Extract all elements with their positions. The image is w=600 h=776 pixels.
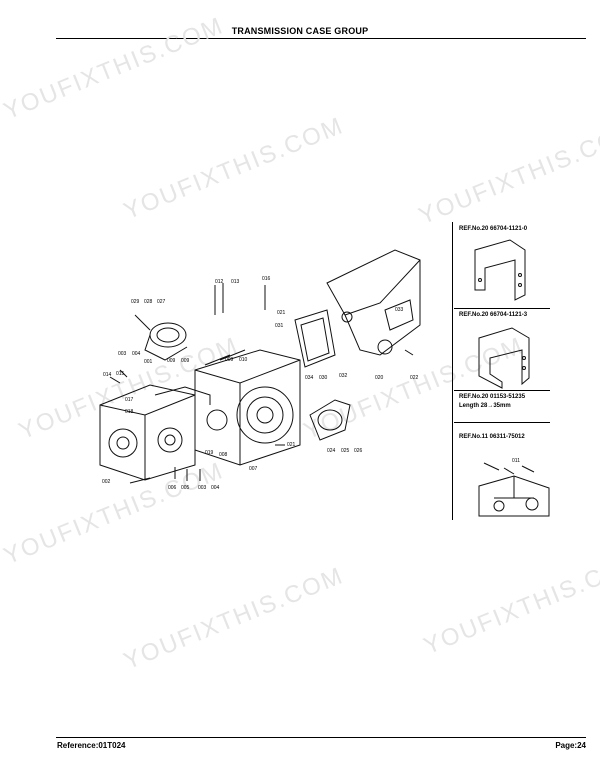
callout-033: 033 <box>395 307 404 313</box>
transmission-case-exploded-diagram: 012 013 016 029 028 027 021 031 033 003 … <box>95 249 445 515</box>
callout-024: 024 <box>327 448 336 454</box>
callout-026: 026 <box>354 448 363 454</box>
callout-002: 002 <box>102 479 111 485</box>
callout-003: 003 <box>118 351 127 357</box>
callout-021: 021 <box>287 442 296 448</box>
callout-012: 012 <box>215 279 224 285</box>
callout-027: 027 <box>157 299 166 305</box>
callout-010: 010 <box>239 357 248 363</box>
callout-013: 013 <box>231 279 240 285</box>
callout-025: 025 <box>341 448 350 454</box>
diagram-artwork <box>99 249 421 484</box>
ref-label-2: REF.No.20 66704-1121-3 <box>459 312 528 318</box>
ref-divider <box>454 390 550 391</box>
callout-021: 021 <box>277 310 286 316</box>
callout-029: 029 <box>131 299 140 305</box>
callout-020: 020 <box>375 375 384 381</box>
callout-031: 031 <box>275 323 284 329</box>
page-title: TRANSMISSION CASE GROUP <box>231 26 369 36</box>
bracket-drawing-1 <box>474 239 526 301</box>
callout-004: 004 <box>211 485 220 491</box>
ref-label-3: REF.No.20 01153-51235 <box>459 394 526 400</box>
reference-panel: REF.No.20 66704-1121-0 REF.No.20 66704-1… <box>452 222 552 520</box>
inset-drawing <box>478 462 550 517</box>
callout-008: 008 <box>219 452 228 458</box>
bottom-rule <box>56 737 586 738</box>
ref-label-1: REF.No.20 66704-1121-0 <box>459 226 528 232</box>
bracket-drawing-2 <box>478 327 530 389</box>
callout-003: 003 <box>198 485 207 491</box>
inset-callout-011: 011 <box>512 458 520 464</box>
callout-028: 028 <box>144 299 153 305</box>
callout-017: 017 <box>125 397 134 403</box>
callout-015: 015 <box>116 371 125 377</box>
ref-divider <box>454 422 550 423</box>
callout-009: 009 <box>181 358 190 364</box>
callout-006: 006 <box>168 485 177 491</box>
callout-005: 005 <box>181 485 190 491</box>
callout-022: 022 <box>410 375 419 381</box>
callout-001: 001 <box>144 359 153 365</box>
callout-004: 004 <box>132 351 141 357</box>
top-rule <box>56 38 586 39</box>
watermark: YOUFIXTHIS.COM <box>120 562 348 676</box>
callout-034: 034 <box>305 375 314 381</box>
watermark: YOUFIXTHIS.COM <box>120 112 348 226</box>
callout-009: 009 <box>167 358 176 364</box>
callout-018: 018 <box>125 409 134 415</box>
ref-divider <box>454 308 550 309</box>
panel-divider <box>452 222 453 520</box>
callout-009: 009 <box>225 357 234 363</box>
callout-030: 030 <box>319 375 328 381</box>
ref-label-3-length: Length 28→35mm <box>459 403 511 409</box>
watermark: YOUFIXTHIS.COM <box>420 547 600 661</box>
callout-019: 019 <box>205 450 214 456</box>
callout-007: 007 <box>249 466 258 472</box>
footer-page-number: Page:24 <box>555 741 586 750</box>
callout-014: 014 <box>103 372 112 378</box>
watermark: YOUFIXTHIS.COM <box>415 117 600 231</box>
callout-032: 032 <box>339 373 348 379</box>
callout-016: 016 <box>262 276 271 282</box>
footer-reference: Reference:01T024 <box>57 741 126 750</box>
ref-label-4: REF.No.11 06311-75012 <box>459 434 525 440</box>
